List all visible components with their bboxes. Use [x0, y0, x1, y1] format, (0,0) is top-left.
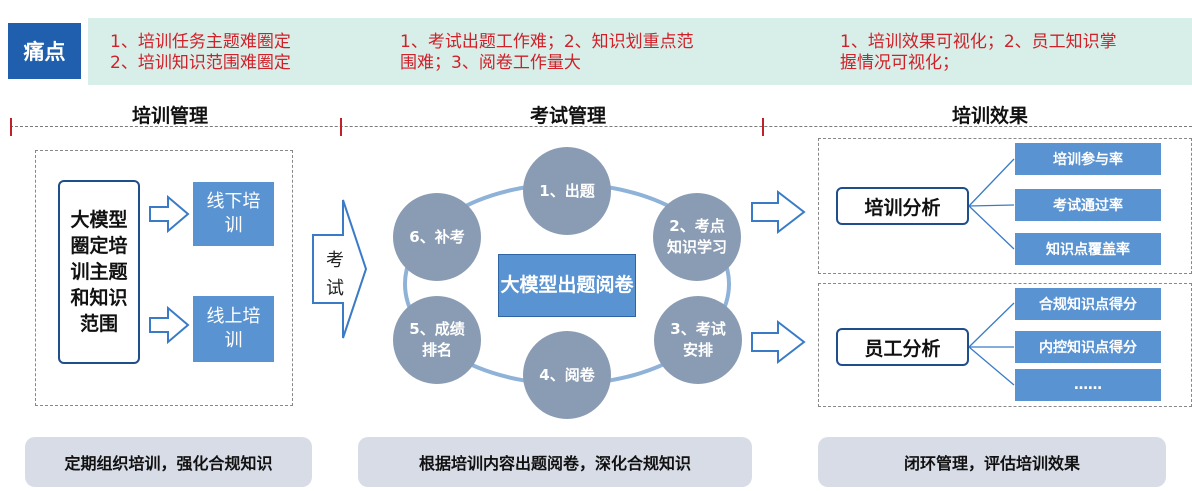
divider-tick-2 [340, 118, 342, 136]
pain-col-3-line-2: 握情况可视化； [840, 53, 959, 73]
fan-line [968, 158, 1015, 207]
offline-training-box: 线下培训 [193, 182, 274, 246]
fan-line [968, 205, 1015, 250]
step-5-circle: 5、成绩排名 [393, 296, 481, 384]
pain-col-2: 1、考试出题工作难；2、知识划重点范 围难；3、阅卷工作量大 [400, 32, 740, 74]
training-mgmt-panel [35, 150, 293, 406]
training-analysis-card: 培训分析 [836, 187, 969, 225]
divider-tick-3 [762, 118, 764, 136]
fan-line [968, 302, 1015, 348]
pain-col-2-line-1: 1、考试出题工作难；2、知识划重点范 [400, 32, 694, 52]
pain-col-1-line-2: 2、培训知识范围难圈定 [110, 53, 291, 73]
metric-internal-control-score: 内控知识点得分 [1015, 331, 1161, 363]
arrow-to-online-icon [149, 305, 190, 345]
step-3-circle: 3、考试安排 [654, 296, 742, 384]
pain-banner [88, 18, 1192, 85]
metric-compliance-score: 合规知识点得分 [1015, 288, 1161, 320]
pain-col-1: 1、培训任务主题难圈定 2、培训知识范围难圈定 [110, 32, 370, 74]
step-6-circle: 6、补考 [393, 193, 481, 281]
section-title-training-effect: 培训效果 [951, 105, 1028, 127]
exam-chevron-label: 考试 [326, 250, 344, 299]
metric-more: …… [1015, 369, 1161, 401]
section-title-training-mgmt: 培训管理 [131, 105, 208, 127]
exam-summary: 根据培训内容出题阅卷，深化合规知识 [358, 437, 752, 487]
step-2-circle: 2、考点知识学习 [653, 193, 741, 281]
fan-line [968, 346, 1015, 386]
section-title-exam-mgmt: 考试管理 [529, 105, 606, 127]
arrow-to-employee-analysis-icon [751, 319, 806, 365]
metric-exam-pass-rate: 考试通过率 [1015, 189, 1161, 221]
pain-col-3: 1、培训效果可视化；2、员工知识掌 握情况可视化； [840, 32, 1160, 74]
pain-col-2-line-2: 围难；3、阅卷工作量大 [400, 53, 581, 73]
metric-participation-rate: 培训参与率 [1015, 143, 1161, 175]
employee-analysis-card: 员工分析 [836, 328, 969, 366]
pain-col-3-line-1: 1、培训效果可视化；2、员工知识掌 [840, 32, 1117, 52]
fan-line [968, 204, 1015, 207]
training-summary: 定期组织培训，强化合规知识 [25, 437, 312, 487]
step-1-circle: 1、出题 [523, 147, 611, 235]
llm-topic-card: 大模型圈定培训主题和知识范围 [58, 180, 140, 364]
online-training-box: 线上培训 [193, 296, 274, 362]
section-divider [10, 126, 1192, 127]
exam-chevron-icon [312, 199, 368, 339]
divider-tick-1 [10, 118, 12, 136]
arrow-to-offline-icon [149, 194, 190, 234]
metric-knowledge-coverage: 知识点覆盖率 [1015, 233, 1161, 265]
arrow-to-training-analysis-icon [751, 189, 806, 235]
pain-col-1-line-1: 1、培训任务主题难圈定 [110, 32, 291, 52]
pain-tag: 痛点 [8, 23, 81, 79]
effect-summary: 闭环管理，评估培训效果 [818, 437, 1166, 487]
llm-exam-center: 大模型出题阅卷 [498, 254, 636, 317]
step-4-circle: 4、阅卷 [523, 331, 611, 419]
